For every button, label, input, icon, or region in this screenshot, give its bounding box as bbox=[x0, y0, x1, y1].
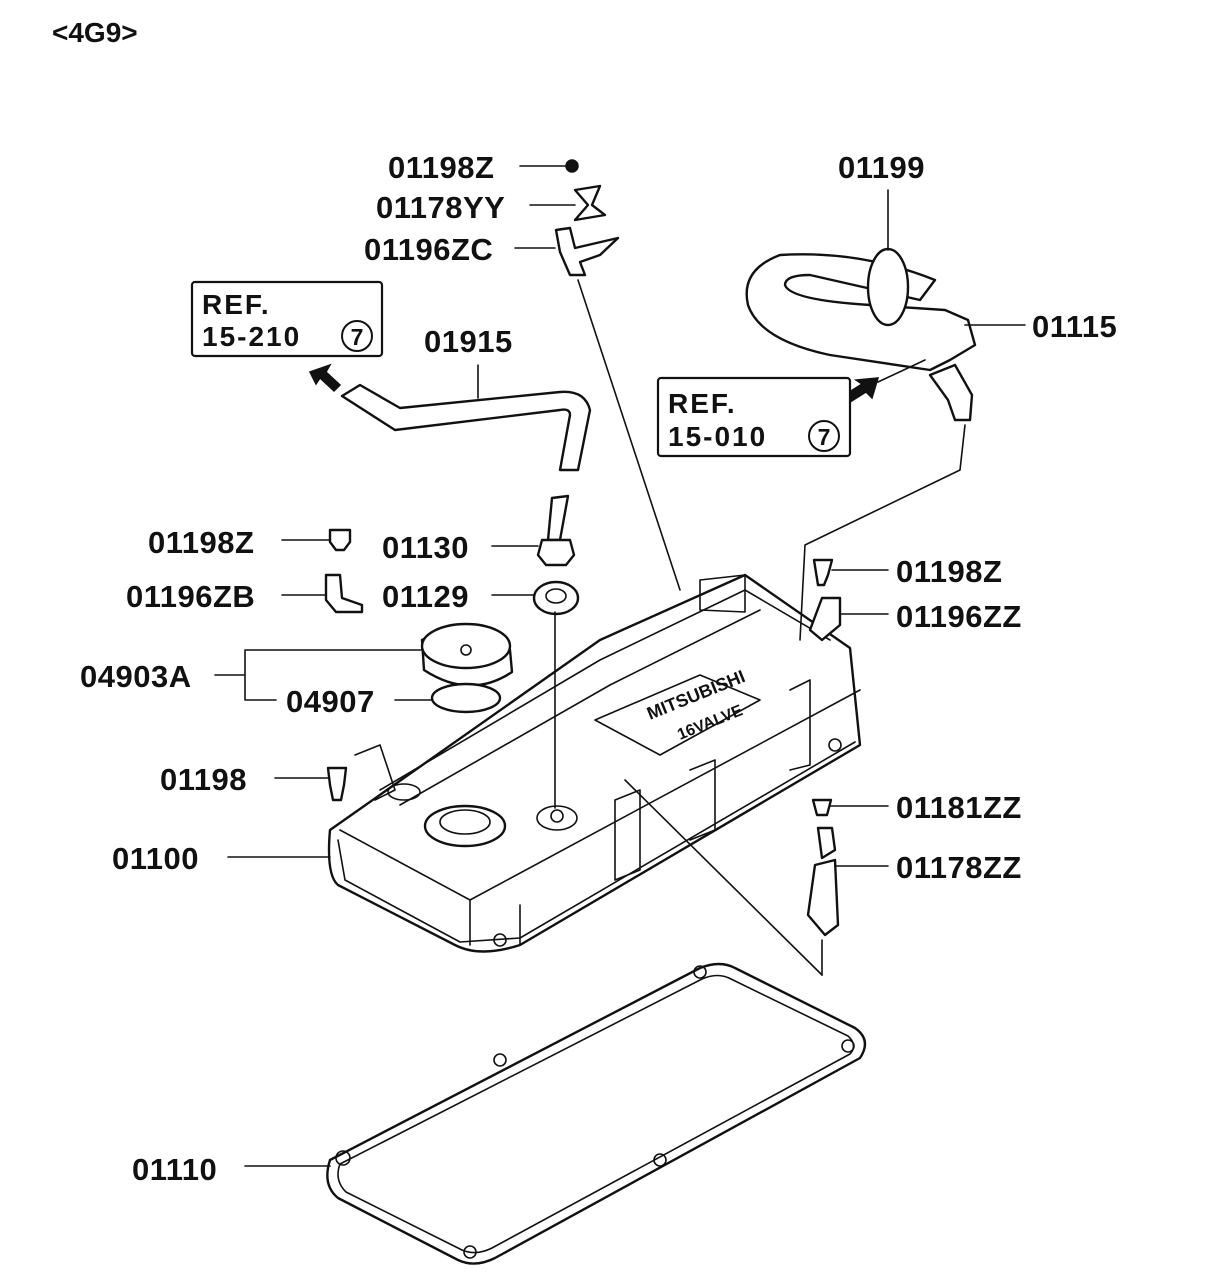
label-01199: 01199 bbox=[838, 150, 925, 185]
label-01198Z-top: 01198Z bbox=[388, 150, 494, 185]
pcv-hose-01115 bbox=[745, 247, 977, 422]
grommet-01129 bbox=[532, 580, 580, 616]
label-01115: 01115 bbox=[1032, 309, 1117, 344]
bracket-01196ZB bbox=[324, 573, 364, 614]
ref-box-15-010-line1: REF. bbox=[668, 388, 737, 419]
label-01129: 01129 bbox=[382, 579, 469, 614]
breather-hose-01915 bbox=[340, 383, 592, 542]
label-01198Z-left: 01198Z bbox=[148, 525, 254, 560]
label-01198: 01198 bbox=[160, 762, 247, 797]
ref-box-15-210-line1: REF. bbox=[202, 289, 271, 320]
label-01196ZC: 01196ZC bbox=[364, 232, 493, 267]
clip-01178YY bbox=[573, 184, 607, 222]
label-01178YY: 01178YY bbox=[376, 190, 505, 225]
bracket-01196ZC bbox=[554, 226, 620, 277]
pcv-valve-01130 bbox=[536, 538, 576, 567]
label-04903A: 04903A bbox=[80, 659, 192, 694]
label-01915: 01915 bbox=[424, 324, 513, 359]
oil-filler-cap-04903A bbox=[420, 622, 514, 687]
bolt-01198Z-right bbox=[812, 558, 834, 587]
clip-01198Z-top bbox=[565, 159, 579, 173]
ref-box-15-010: REF. 15-010 7 bbox=[656, 376, 852, 458]
part-labels: 01198Z 01178YY 01196ZC 01199 01115 01915… bbox=[80, 150, 1117, 1187]
bolt-01198 bbox=[326, 766, 348, 802]
gasket-04907 bbox=[430, 682, 502, 714]
ref-box-15-210-circled: 7 bbox=[351, 324, 364, 350]
label-01181ZZ: 01181ZZ bbox=[896, 790, 1022, 825]
clip-01178ZZ bbox=[806, 826, 840, 937]
bracket-01196ZZ bbox=[808, 596, 842, 642]
ref-box-15-010-line2: 15-010 bbox=[668, 421, 767, 452]
arrow-left-icon bbox=[308, 363, 342, 393]
label-01100: 01100 bbox=[112, 841, 199, 876]
ref-box-15-010-circled: 7 bbox=[818, 424, 831, 450]
valve-cover-gasket bbox=[326, 962, 867, 1265]
label-01196ZB: 01196ZB bbox=[126, 579, 255, 614]
valve-cover: MITSUBISHI 16VALVE bbox=[327, 573, 862, 953]
leader-lines bbox=[214, 165, 1026, 1167]
label-01110: 01110 bbox=[132, 1152, 217, 1187]
ref-box-15-210: REF. 15-210 7 bbox=[190, 280, 384, 358]
engine-code-heading: <4G9> bbox=[52, 17, 138, 48]
label-04907: 04907 bbox=[286, 684, 375, 719]
label-01196ZZ: 01196ZZ bbox=[896, 599, 1022, 634]
label-01198Z-right: 01198Z bbox=[896, 554, 1002, 589]
bolt-01181ZZ bbox=[811, 798, 833, 817]
label-01130: 01130 bbox=[382, 530, 469, 565]
label-01178ZZ: 01178ZZ bbox=[896, 850, 1022, 885]
bolt-01198Z-left bbox=[328, 528, 352, 552]
ref-box-15-210-line2: 15-210 bbox=[202, 321, 301, 352]
